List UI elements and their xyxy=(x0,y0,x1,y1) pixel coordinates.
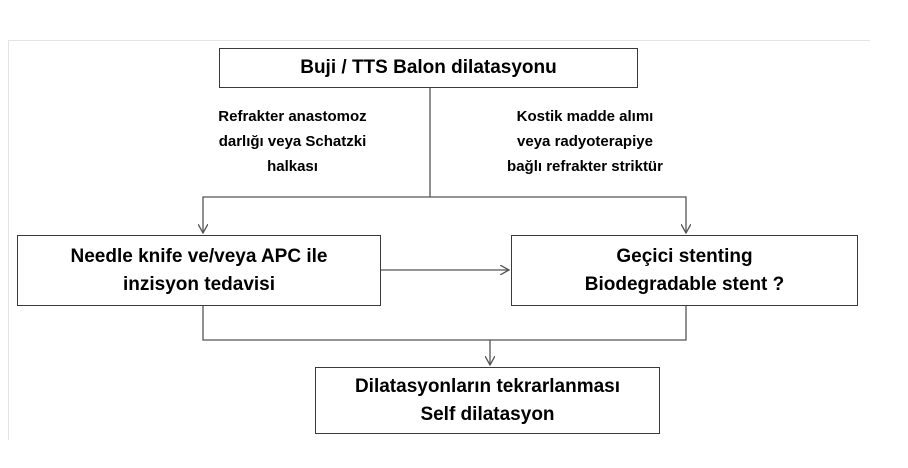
node-right-line-1: Geçici stenting xyxy=(616,245,753,267)
node-bottom-line-2: Self dilatasyon xyxy=(420,403,555,425)
edge-label-right-line-3: bağlı refrakter striktür xyxy=(507,158,663,175)
node-repeat-dilation: Dilatasyonların tekrarlanması Self dilat… xyxy=(315,367,660,434)
edge-left-to-bottom xyxy=(202,306,490,365)
edge-top-to-right xyxy=(430,196,686,233)
edge-right-to-bottom xyxy=(490,306,687,341)
edge-label-left-line-1: Refrakter anastomoz xyxy=(218,108,367,125)
edge-label-left-line-2: darlığı veya Schatzki xyxy=(218,133,367,150)
edge-label-refractory-anastomosis: Refrakter anastomoz darlığı veya Schatzk… xyxy=(180,104,405,179)
edge-label-right-line-2: veya radyoterapiye xyxy=(517,133,653,150)
node-left-line-1: Needle knife ve/veya APC ile xyxy=(70,245,328,267)
node-balloon-dilation: Buji / TTS Balon dilatasyonu xyxy=(219,48,638,88)
edge-label-right-line-1: Kostik madde alımı xyxy=(516,108,654,125)
figure-frame xyxy=(8,40,870,440)
node-temporary-stenting: Geçici stenting Biodegradable stent ? xyxy=(511,235,858,306)
node-bottom-line-1: Dilatasyonların tekrarlanması xyxy=(354,375,621,397)
edge-label-left-line-3: halkası xyxy=(267,158,318,175)
edge-top-to-left xyxy=(203,88,431,233)
node-left-line-2: inzisyon tedavisi xyxy=(122,273,276,295)
node-needle-knife-incision: Needle knife ve/veya APC ile inzisyon te… xyxy=(17,235,381,306)
node-right-line-2: Biodegradable stent ? xyxy=(584,273,785,295)
node-top-line-1: Buji / TTS Balon dilatasyonu xyxy=(300,57,557,78)
edge-label-caustic-radiotherapy: Kostik madde alımı veya radyoterapiye ba… xyxy=(460,104,710,179)
